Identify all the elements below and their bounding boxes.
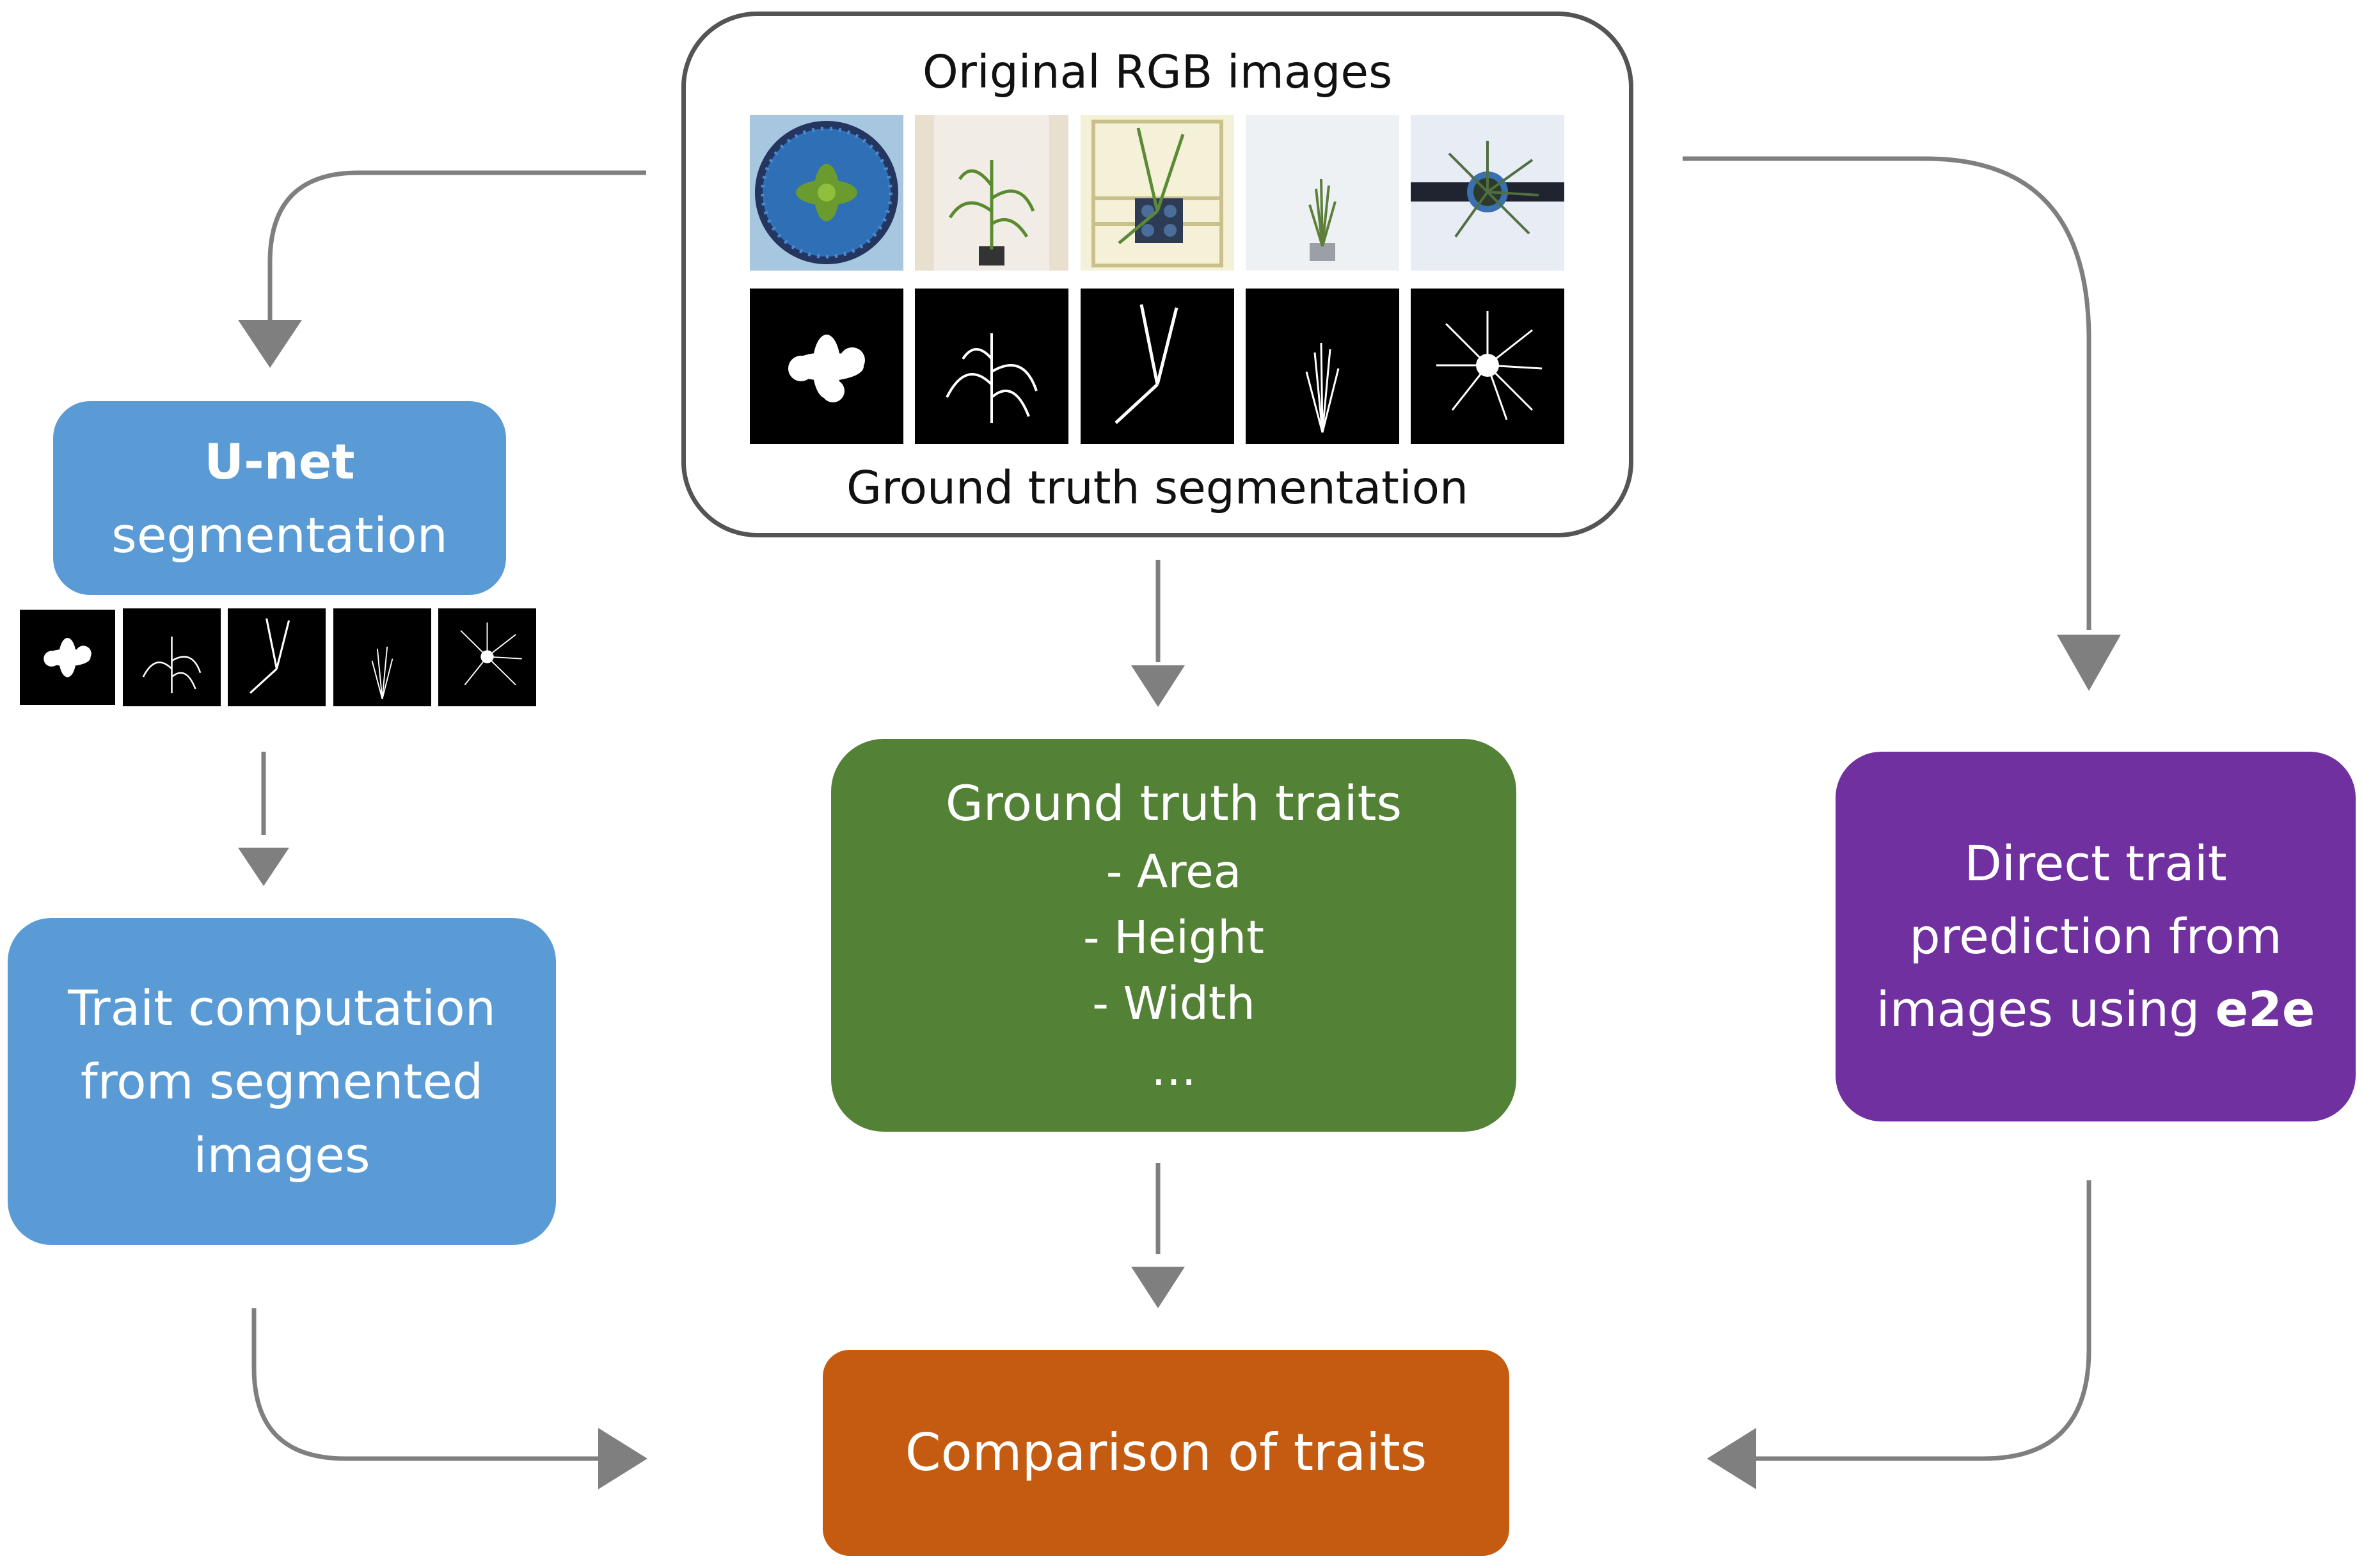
rgb-thumbnail-3 xyxy=(1081,115,1234,271)
e2e-prediction-box: Direct trait prediction from images usin… xyxy=(1836,752,2356,1121)
trait-item-area: - Area xyxy=(1106,845,1242,898)
trait-computation-line-1: Trait computation xyxy=(68,979,496,1036)
arrowhead-e2e xyxy=(2057,635,2121,691)
ground-truth-traits-title: Ground truth traits xyxy=(945,775,1402,832)
arrow-traitcomp-to-comparison xyxy=(251,1308,598,1461)
trait-item-height: - Height xyxy=(1083,911,1264,964)
arrowhead-comparison-top xyxy=(1131,1267,1185,1308)
gt-mask-thumbnail-5 xyxy=(1411,289,1564,444)
gt-mask-thumbnail-2 xyxy=(915,289,1068,444)
trait-computation-box: Trait computation from segmented images xyxy=(8,918,556,1245)
arrowhead-comparison-left xyxy=(598,1428,647,1489)
arrowhead-unet xyxy=(238,320,302,368)
trait-computation-line-3: images xyxy=(193,1127,370,1184)
arrowhead-comparison-right xyxy=(1707,1428,1756,1489)
arrow-to-e2e xyxy=(1683,156,2091,630)
e2e-label: e2e xyxy=(2215,981,2315,1038)
trait-item-width: - Width xyxy=(1092,977,1255,1030)
ground-truth-caption: Ground truth segmentation xyxy=(846,461,1469,514)
gt-mask-thumbnail-3 xyxy=(1081,289,1234,444)
gt-mask-thumbnail-1 xyxy=(750,289,903,444)
e2e-line-2: prediction from xyxy=(1909,908,2282,965)
e2e-line-1: Direct trait xyxy=(1964,835,2227,892)
unet-subtitle: segmentation xyxy=(111,506,448,564)
rgb-thumbnail-5 xyxy=(1411,115,1564,271)
unet-segmentation-box: U-net segmentation xyxy=(53,401,506,595)
arrow-e2e-to-comparison xyxy=(1753,1180,2091,1461)
comparison-box: Comparison of traits xyxy=(823,1350,1509,1556)
trait-computation-line-2: from segmented xyxy=(80,1053,484,1110)
trait-item-more: … xyxy=(1151,1043,1196,1096)
rgb-thumbnail-1 xyxy=(750,115,903,271)
e2e-line-3: images using e2e xyxy=(1876,973,2315,1046)
comparison-label: Comparison of traits xyxy=(905,1423,1427,1482)
rgb-thumbnail-2 xyxy=(915,115,1068,271)
unet-mask-thumbnail-2 xyxy=(123,608,221,706)
unet-mask-thumbnail-5 xyxy=(438,608,536,706)
arrow-to-unet xyxy=(267,170,646,323)
unet-mask-thumbnail-1 xyxy=(19,608,116,706)
ground-truth-traits-box: Ground truth traits - Area - Height - Wi… xyxy=(831,739,1516,1132)
unet-title: U-net xyxy=(204,432,355,490)
unet-mask-thumbnail-4 xyxy=(333,608,431,706)
gt-mask-thumbnail-4 xyxy=(1246,289,1399,444)
original-images-title: Original RGB images xyxy=(922,45,1393,99)
arrowhead-gt-traits xyxy=(1131,665,1185,707)
e2e-line-3-prefix: images using xyxy=(1876,981,2216,1038)
arrowhead-traitcomp xyxy=(238,848,289,886)
unet-mask-thumbnail-3 xyxy=(228,608,326,706)
original-images-panel: Original RGB images xyxy=(681,12,1633,537)
rgb-thumbnail-4 xyxy=(1246,115,1399,271)
